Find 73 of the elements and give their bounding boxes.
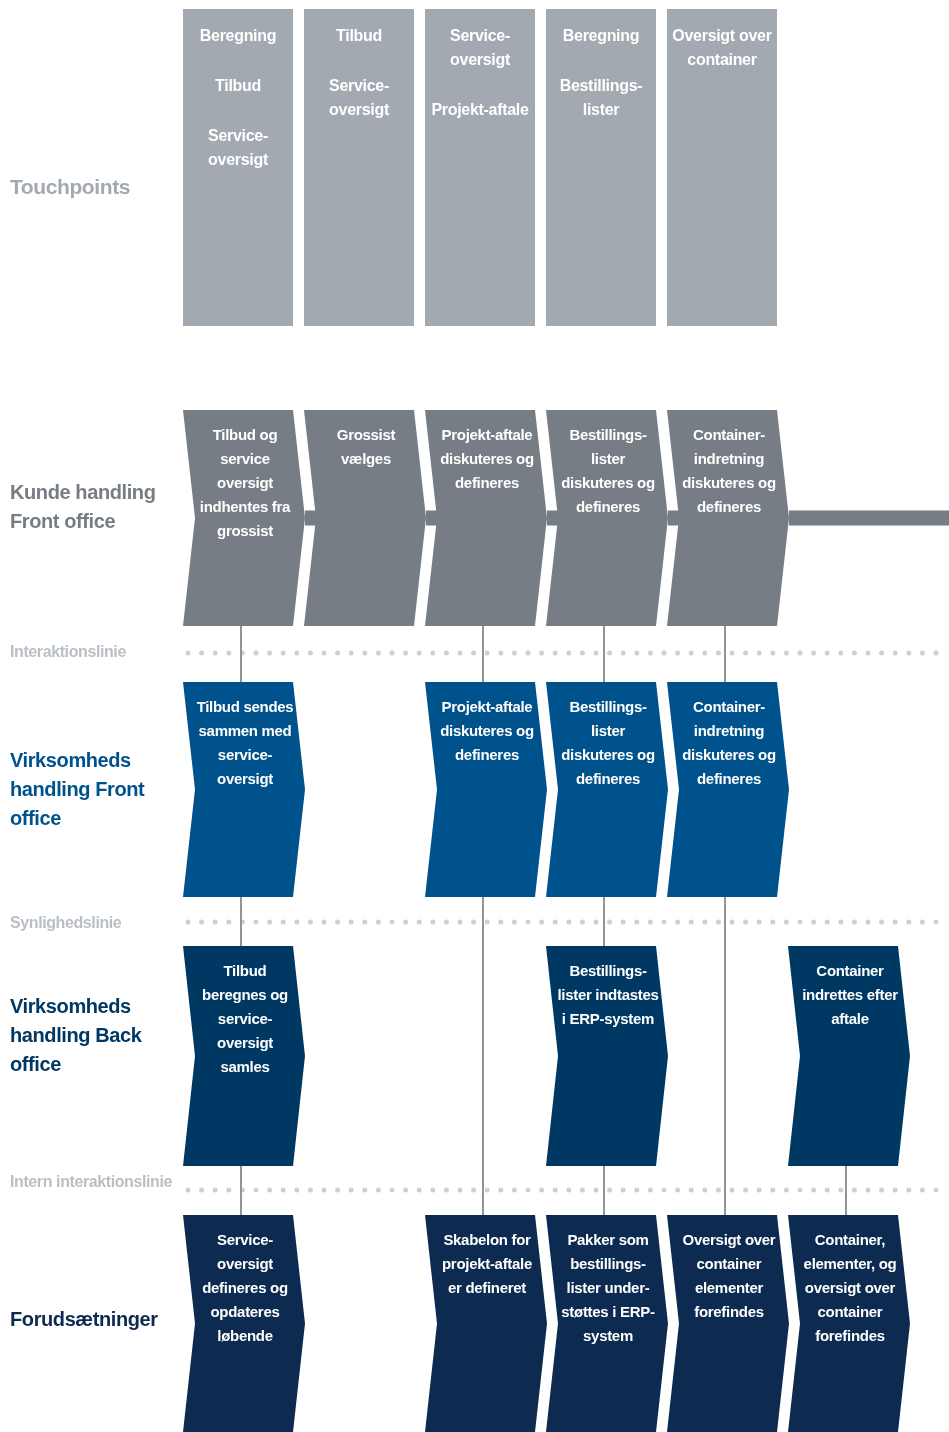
process-step-box — [183, 1215, 305, 1432]
process-step-box — [183, 682, 305, 897]
row-label: Virksomheds handling Front office — [10, 748, 146, 831]
step-text: Skabelon for projekt-aftale er defineret — [441, 1230, 533, 1298]
connector-bar — [668, 510, 679, 526]
process-step-box — [546, 1215, 668, 1432]
connector-line — [482, 625, 484, 683]
step-text: Bestillings-lister diskuteres og defineres — [560, 697, 656, 789]
divider-label: Interaktionslinie — [10, 642, 126, 662]
process-step-box — [546, 410, 668, 626]
step-text: Oversigt over container elementer forefindes — [681, 1230, 777, 1322]
row-label: Virksomheds handling Back office — [10, 994, 143, 1077]
step-text: Container-indretning diskuteres og defineres — [681, 425, 777, 517]
connector-line — [240, 625, 242, 683]
process-step-box — [667, 1215, 789, 1432]
process-step-box — [304, 410, 426, 626]
touchpoint-text: Beregning — [561, 26, 641, 46]
touchpoint-text: Oversigt over container — [671, 26, 773, 70]
touchpoint-box — [667, 9, 777, 326]
touchpoint-text: Service-oversigt — [207, 126, 269, 170]
row-label: Kunde handling Front office — [10, 480, 157, 534]
row-label: Forudsætninger — [10, 1307, 158, 1332]
touchpoint-text: Beregning — [198, 26, 278, 46]
process-step-box — [788, 1215, 910, 1432]
process-step-box — [425, 682, 547, 897]
step-text: Bestillings-lister diskuteres og defineres — [560, 425, 656, 517]
process-step-box — [667, 682, 789, 897]
connector-line — [845, 1165, 847, 1216]
process-step-box — [546, 946, 668, 1166]
step-text: Container, elementer, og oversigt over container forefindes — [802, 1230, 898, 1346]
connector-line — [603, 896, 605, 947]
step-text: Container indrettes efter aftale — [801, 961, 899, 1029]
touchpoint-text: Tilbud — [214, 76, 262, 96]
process-step-box — [425, 410, 547, 626]
step-text: Grossist vælges — [335, 425, 397, 469]
touchpoint-box — [425, 9, 535, 326]
connector-line — [724, 625, 726, 683]
process-step-box — [788, 946, 910, 1166]
step-text: Bestillings-lister indtastes i ERP-system — [556, 961, 660, 1029]
step-text: Projekt-aftale diskuteres og defineres — [439, 425, 535, 493]
step-text: Tilbud og service oversigt indhentes fra grossist — [198, 425, 292, 541]
touchpoint-text: Service-oversigt — [328, 76, 390, 120]
connector-line — [240, 896, 242, 947]
step-text: Tilbud beregnes og service-oversigt samles — [201, 961, 289, 1077]
connector-bar — [789, 510, 949, 526]
step-text: Container-indretning diskuteres og defineres — [681, 697, 777, 789]
process-step-box — [546, 682, 668, 897]
row-label: Touchpoints — [10, 174, 131, 200]
touchpoint-text: Tilbud — [335, 26, 383, 46]
touchpoint-text: Service-oversigt — [449, 26, 511, 70]
process-step-box — [183, 946, 305, 1166]
divider-label: Synlighedslinie — [10, 913, 122, 933]
step-text: Projekt-aftale diskuteres og defineres — [439, 697, 535, 765]
connector-line — [240, 1165, 242, 1216]
connector-bar — [426, 510, 437, 526]
connector-line — [724, 896, 726, 1216]
touchpoint-box — [183, 9, 293, 326]
connector-line — [603, 625, 605, 683]
process-step-box — [667, 410, 789, 626]
touchpoint-text: Bestillings-lister — [558, 76, 644, 120]
touchpoint-box — [546, 9, 656, 326]
connector-bar — [305, 510, 316, 526]
touchpoint-box — [304, 9, 414, 326]
touchpoint-text: Projekt-aftale — [430, 100, 530, 120]
step-text: Pakker som bestillings-lister under-støttes i ERP-system — [560, 1230, 656, 1346]
process-step-box — [425, 1215, 547, 1432]
step-text: Tilbud sendes sammen med service-oversigt — [195, 697, 295, 789]
step-text: Service-oversigt defineres og opdateres løbende — [201, 1230, 289, 1346]
connector-line — [603, 1165, 605, 1216]
process-step-box — [183, 410, 305, 626]
divider-label: Intern interaktionslinie — [10, 1172, 172, 1192]
connector-bar — [547, 510, 558, 526]
connector-line — [482, 896, 484, 1216]
